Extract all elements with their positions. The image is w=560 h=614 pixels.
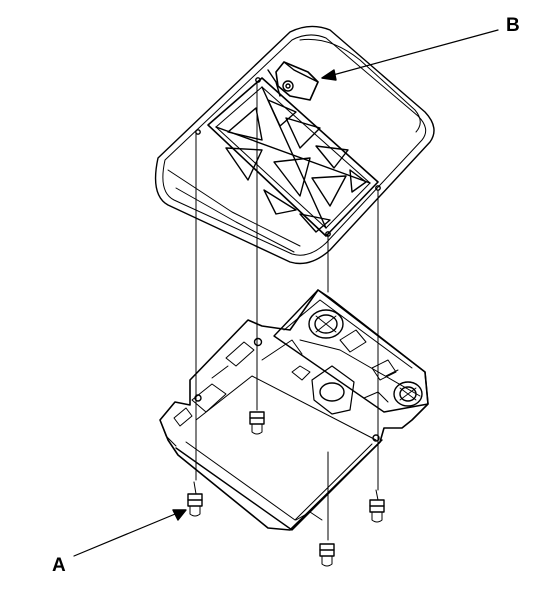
arrowhead-a (172, 509, 187, 521)
clip (267, 61, 319, 101)
bolt (249, 411, 265, 435)
bolt (319, 543, 335, 567)
lower-housing (159, 289, 429, 531)
callout-label-b: B (506, 15, 520, 36)
upper-cover (154, 25, 435, 265)
bolt (187, 481, 203, 517)
leader-line-a (73, 511, 181, 557)
arrowhead-b (321, 69, 337, 81)
alignment-lines (195, 81, 379, 541)
bolt (369, 489, 385, 523)
leader-line-b (321, 29, 499, 79)
callout-label-a: A (52, 555, 66, 576)
